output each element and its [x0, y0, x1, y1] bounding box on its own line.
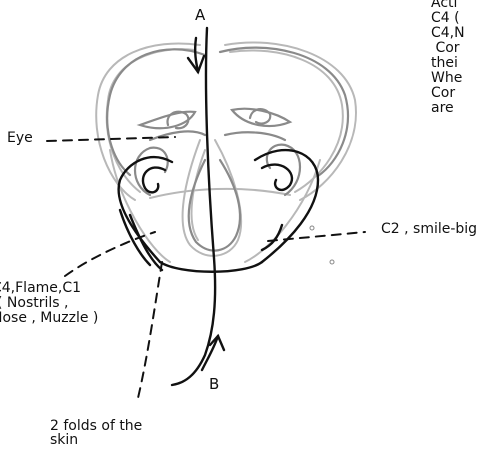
- right-nostril-curl: [262, 165, 292, 190]
- folds-leader: [138, 262, 162, 398]
- label-c4-line3: Nose , Muzzle ): [0, 311, 98, 326]
- corner-note-line: Cor: [431, 41, 489, 56]
- left-eye-lid: [150, 131, 205, 140]
- label-c4-line2: ( Nostrils ,: [0, 296, 103, 311]
- corner-note-line: are: [431, 101, 489, 116]
- right-dome-main: [220, 48, 348, 176]
- label-eye: Eye: [7, 131, 33, 146]
- corner-note-line: Cor: [431, 86, 489, 101]
- dot-2: [330, 260, 334, 264]
- muzzle-base: [160, 262, 262, 272]
- muzzle-cross-sketch: [150, 189, 290, 198]
- corner-note-line: thei: [431, 56, 489, 71]
- left-nostril-curl: [143, 168, 165, 193]
- corner-note-line: Whe: [431, 71, 489, 86]
- dot-1: [310, 226, 314, 230]
- label-c4-group: C4,Flame,C1 ( Nostrils , Nose , Muzzle ): [0, 281, 106, 326]
- c2-leader: [268, 232, 365, 241]
- label-c2: C2 , smile-big: [381, 222, 477, 237]
- label-folds-line2: skin: [50, 433, 142, 448]
- ink-strokes: [119, 28, 318, 385]
- label-b: B: [209, 377, 219, 392]
- right-eye-lid: [225, 132, 285, 140]
- grey-strokes: [107, 48, 348, 251]
- label-folds-group: 2 folds of the skin: [50, 419, 142, 449]
- left-nostril-grey: [135, 148, 168, 195]
- corner-note-line: C4 (: [431, 11, 489, 26]
- center-line: [172, 28, 215, 385]
- label-c4-line1: C4,Flame,C1: [0, 281, 98, 296]
- label-a: A: [195, 8, 205, 23]
- corner-note: Acti C4 ( C4,N Cor thei Whe Cor are: [431, 0, 489, 116]
- corner-note-line: C4,N: [431, 26, 489, 41]
